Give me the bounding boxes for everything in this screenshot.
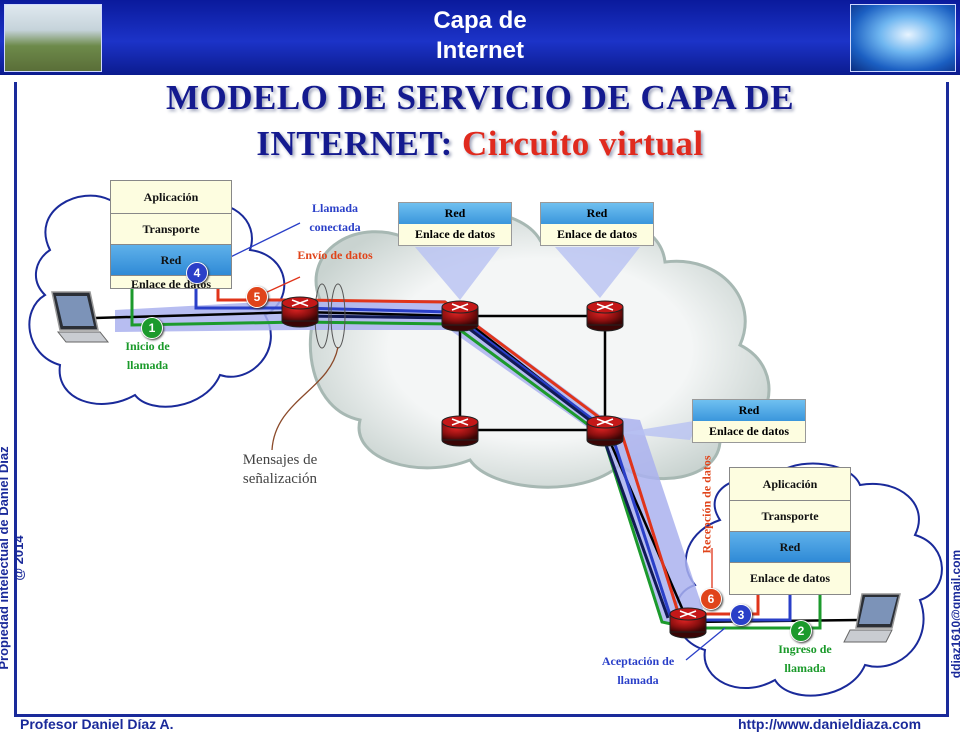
label-call-initiate: Inicio de llamada xyxy=(125,339,170,372)
router-b-icon xyxy=(586,300,624,332)
left-protocol-stack: Aplicación Transporte Red Enlace de dato… xyxy=(110,180,232,289)
right-stack-link: Enlace de datos xyxy=(730,563,850,594)
step-badge-4: 4 xyxy=(186,262,208,284)
router-table-1-link: Enlace de datos xyxy=(399,224,511,245)
step-badge-5: 5 xyxy=(246,286,268,308)
main-title-highlight: Circuito virtual xyxy=(462,124,704,163)
step-badge-3: 3 xyxy=(730,604,752,626)
router-icons xyxy=(281,296,707,639)
step-badge-2: 2 xyxy=(790,620,812,642)
router-table-3: Red Enlace de datos xyxy=(692,399,806,443)
laptop-right-icon xyxy=(843,593,901,643)
slide-frame xyxy=(14,82,949,717)
header-photo-right xyxy=(850,4,956,72)
laptop-left-icon xyxy=(51,291,110,343)
router-edge-left-icon xyxy=(281,296,319,328)
left-stack-network: Red xyxy=(111,245,231,276)
left-stack-application: Aplicación xyxy=(111,181,231,214)
virtual-circuit-band xyxy=(115,300,705,635)
header-title-line2: Internet xyxy=(435,37,524,64)
label-data-send: Envío de datos xyxy=(297,248,373,262)
right-protocol-stack: Aplicación Transporte Red Enlace de dato… xyxy=(729,467,851,595)
router-table-3-link: Enlace de datos xyxy=(693,421,805,442)
router-edge-right-icon xyxy=(669,607,707,639)
right-stack-transport: Transporte xyxy=(730,501,850,532)
footer-author: Profesor Daniel Díaz A. xyxy=(20,716,174,732)
header-photo-left xyxy=(4,4,102,72)
router-c-icon xyxy=(441,415,479,447)
label-data-reception: Recepción de datos xyxy=(699,455,714,554)
footer-url[interactable]: http://www.danieldiaza.com xyxy=(738,716,922,732)
header-title-line1: Capa de xyxy=(433,7,527,34)
label-call-accepted: Aceptación de llamada xyxy=(601,654,675,687)
main-title-line2: INTERNET: Circuito virtual xyxy=(40,124,920,164)
left-stack-transport: Transporte xyxy=(111,214,231,245)
central-cloud xyxy=(308,210,771,489)
side-copyright: Propiedad intelectual de Daniel Díaz @ 2… xyxy=(0,446,26,670)
router-table-2-link: Enlace de datos xyxy=(541,224,653,245)
router-a-icon xyxy=(441,300,479,332)
table-pointers xyxy=(415,247,700,440)
right-stack-application: Aplicación xyxy=(730,468,850,501)
router-table-2-network: Red xyxy=(541,203,653,224)
main-title-line1: MODELO DE SERVICIO DE CAPA DE xyxy=(165,78,795,117)
router-table-3-network: Red xyxy=(693,400,805,421)
label-signaling-messages: Mensajes de señalización xyxy=(242,452,318,487)
router-table-1-network: Red xyxy=(399,203,511,224)
label-call-connected: Llamada conectada xyxy=(309,201,361,234)
router-table-1: Red Enlace de datos xyxy=(398,202,512,246)
side-email[interactable]: ddiaz1610@gmail.com xyxy=(949,549,960,679)
router-d-icon xyxy=(586,415,624,447)
step-badge-1: 1 xyxy=(141,317,163,339)
label-incoming-call: Ingreso de llamada xyxy=(778,642,832,675)
header-title: Capa de Internet xyxy=(0,6,960,66)
left-stack-link: Enlace de datos xyxy=(111,276,231,288)
main-title-prefix: INTERNET: xyxy=(256,124,453,163)
header-bar: Capa de Internet xyxy=(0,0,960,75)
router-table-2: Red Enlace de datos xyxy=(540,202,654,246)
path-navy xyxy=(299,314,670,619)
right-stack-network: Red xyxy=(730,532,850,563)
step-badge-6: 6 xyxy=(700,588,722,610)
